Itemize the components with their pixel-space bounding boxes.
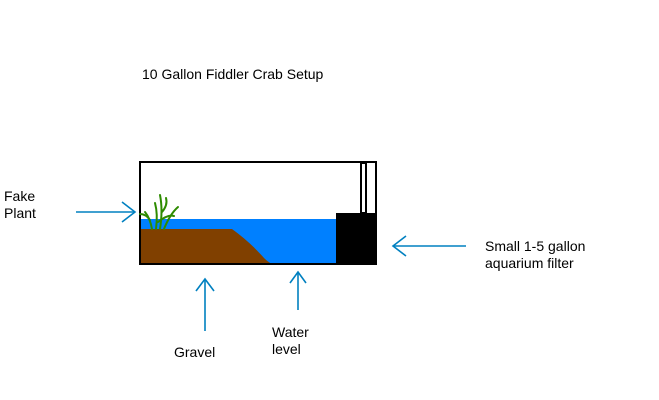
label-filter-line-1: Small 1-5 gallon	[485, 238, 586, 254]
plant-leaf	[157, 214, 175, 223]
label-fake-plant-line-2: Plant	[4, 205, 36, 221]
plant-leaf	[161, 197, 168, 213]
label-fake-plant: Fake Plant	[4, 188, 36, 222]
plant-leaf	[139, 213, 151, 221]
arrow-filter	[391, 235, 466, 257]
label-water-level: Water level	[272, 324, 309, 358]
filter-intake-tube	[360, 162, 367, 214]
gravel	[141, 229, 272, 264]
label-fake-plant-line-1: Fake	[4, 188, 36, 204]
arrow-fake-plant	[76, 201, 137, 223]
label-water-level-line-2: level	[272, 341, 301, 357]
plant-leaf	[154, 202, 158, 230]
filter-body	[336, 213, 376, 264]
fake-plant	[139, 194, 179, 230]
plant-leaf	[159, 194, 163, 230]
diagram-title: 10 Gallon Fiddler Crab Setup	[142, 66, 324, 82]
label-filter: Small 1-5 gallon aquarium filter	[485, 238, 585, 272]
arrow-water-level	[289, 270, 307, 310]
arrow-gravel	[195, 277, 215, 331]
label-water-level-line-1: Water	[272, 324, 309, 340]
label-filter-line-2: aquarium filter	[485, 255, 574, 271]
label-gravel: Gravel	[174, 344, 216, 360]
